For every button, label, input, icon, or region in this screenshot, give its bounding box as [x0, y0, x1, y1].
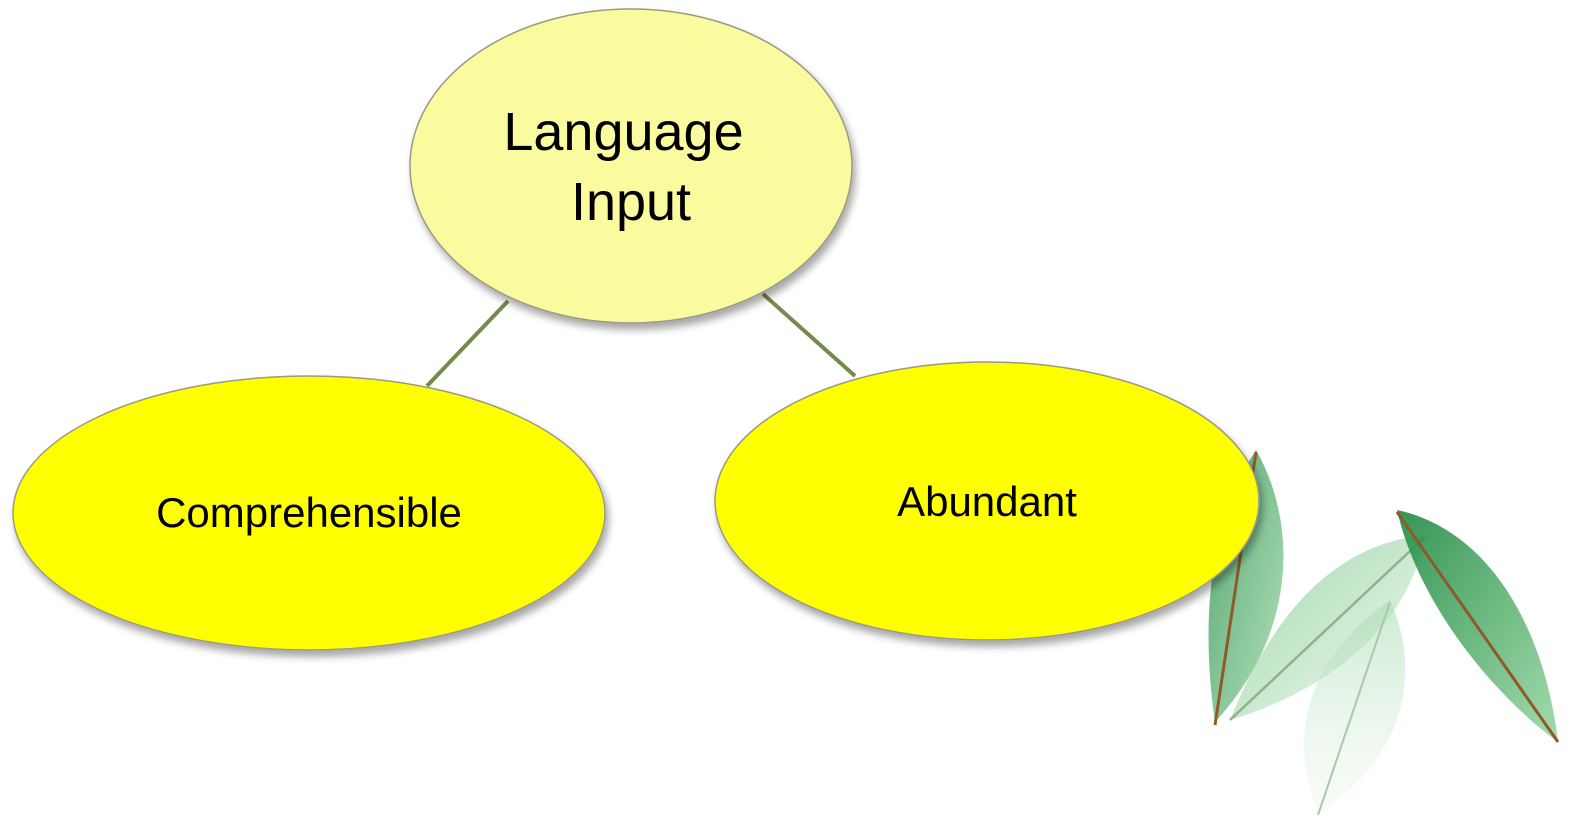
leaf-4-stem: [1395, 511, 1560, 743]
root-node-label-line-2: Input: [571, 172, 691, 232]
root-node-label-line-1: Language: [503, 102, 743, 162]
leaf-2-stem: [1229, 536, 1426, 721]
child-node-comprehensible-shape: [12, 375, 606, 651]
child-node-comprehensible-label: Comprehensible: [156, 489, 462, 536]
child-node-abundant-shape: [714, 361, 1260, 641]
leaf-3-stem: [1317, 601, 1391, 816]
child-node-abundant-label: Abundant: [897, 478, 1077, 525]
connector-root-to-comprehensible: [425, 299, 510, 388]
leaves-icon: [1208, 450, 1560, 816]
child-node-comprehensible[interactable]: Comprehensible: [12, 375, 606, 651]
root-node-shape: [409, 8, 853, 324]
root-node-label: Language Input: [503, 102, 758, 232]
connector-root-to-abundant: [761, 292, 857, 378]
child-node-abundant[interactable]: Abundant: [714, 361, 1260, 641]
root-node[interactable]: Language Input: [409, 8, 853, 324]
